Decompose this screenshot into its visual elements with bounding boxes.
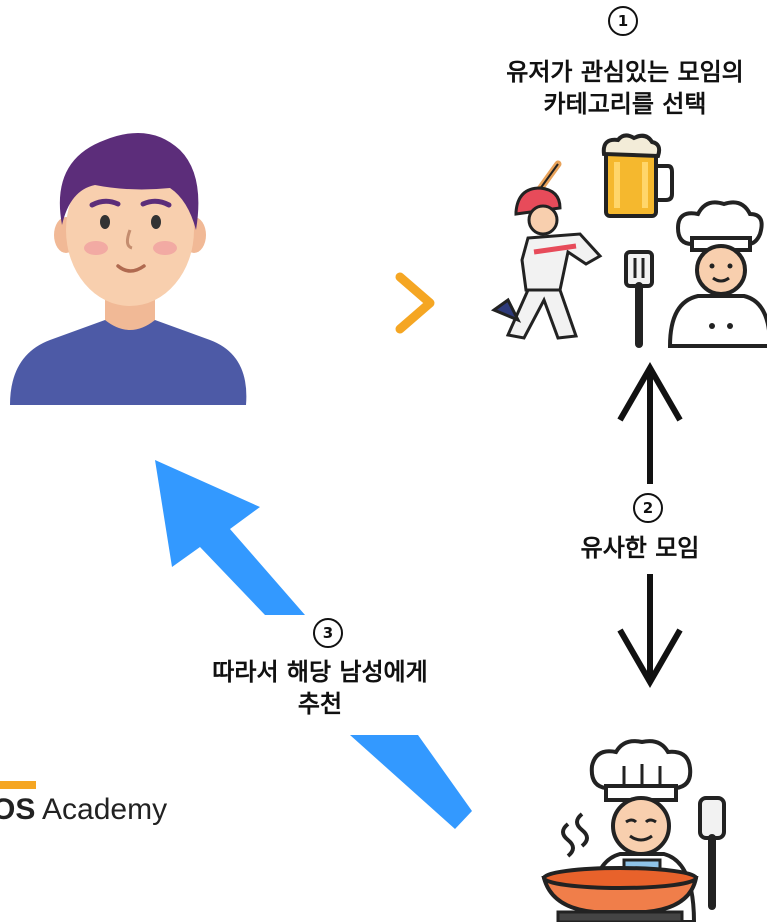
similar-groups-arrow: [617, 361, 683, 689]
chef-cooking-wok-icon: [541, 739, 726, 922]
step-3-number: 3: [313, 618, 343, 648]
brand-logo-accent: [0, 781, 36, 789]
step-1-caption-line2: 카테고리를 선택: [543, 90, 707, 118]
beer-mug-icon: [601, 133, 674, 218]
step-2-caption: 유사한 모임: [580, 534, 700, 562]
top-cropped-text: [300, 0, 460, 2]
baseball-player-icon: [490, 160, 603, 340]
man-avatar-icon: [10, 132, 247, 405]
step-2-number: 2: [633, 493, 663, 523]
brand-prefix: OS: [0, 793, 36, 826]
step-3-caption: 따라서 해당 남성에게 추천: [170, 656, 470, 720]
step-3-caption-line2: 추천: [297, 690, 343, 718]
select-category-arrow: [231, 272, 435, 334]
chef-with-spatula-icon: [624, 200, 767, 348]
step-1-number: 1: [608, 6, 638, 36]
brand-name: Academy: [42, 793, 168, 826]
step-1-caption: 유저가 관심있는 모임의 카테고리를 선택: [460, 56, 767, 120]
recommend-arrow: [155, 460, 472, 829]
step-3-caption-line1: 따라서 해당 남성에게: [212, 658, 428, 686]
brand-logo: OS Academy: [0, 781, 168, 827]
step-1-caption-line1: 유저가 관심있는 모임의: [506, 58, 744, 86]
